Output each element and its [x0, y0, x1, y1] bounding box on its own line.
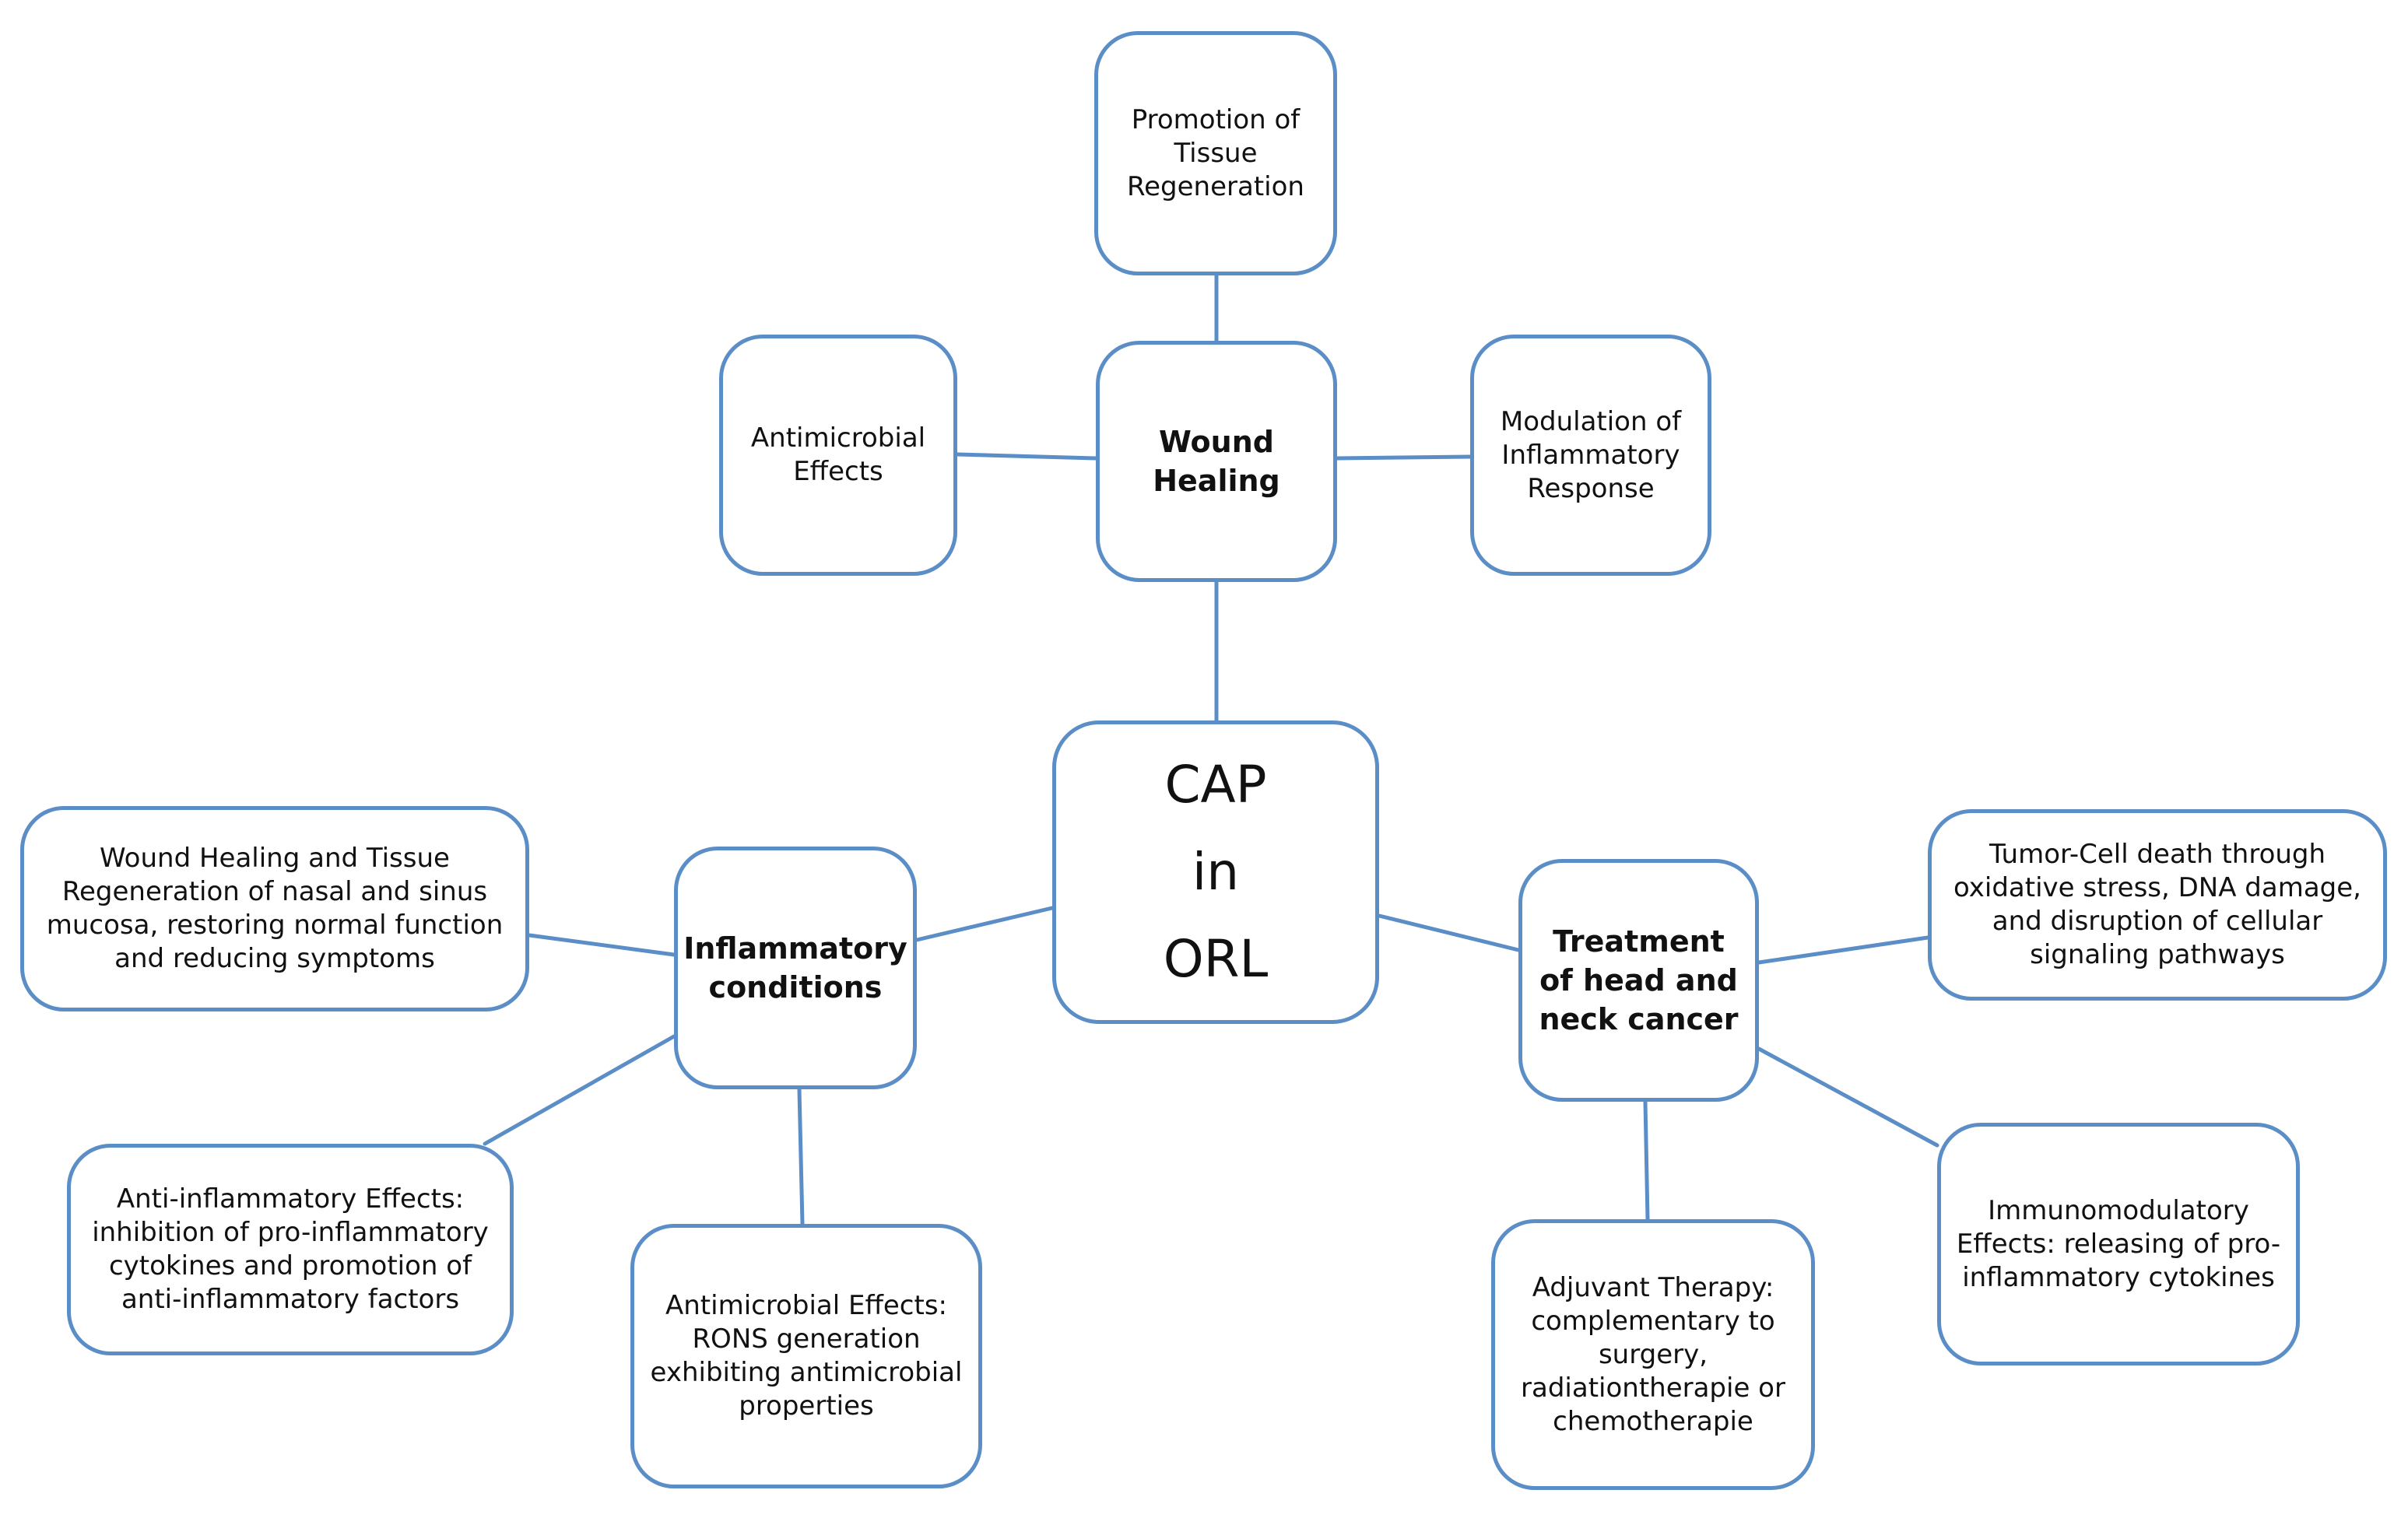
node-immunomodulatory: Immunomodulatory Effects: releasing of p… — [1937, 1123, 2300, 1365]
node-tumor-cell-death-label: Tumor-Cell death through oxidative stres… — [1953, 839, 2361, 970]
node-antimicrobial-effects-label: Antimicrobial Effects — [750, 422, 926, 487]
connector-wound-healing-antimicrobial — [955, 452, 1098, 461]
node-antimicrobial-rons: Antimicrobial Effects: RONS generation e… — [630, 1224, 982, 1488]
node-anti-inflammatory: Anti-inflammatory Effects: inhibition of… — [67, 1144, 514, 1355]
connector-wound-healing-modulation — [1335, 454, 1473, 461]
node-antimicrobial-effects: Antimicrobial Effects — [719, 335, 957, 576]
connector-center-cancer — [1377, 913, 1521, 952]
connector-inflammatory-antimicrobial-rons — [797, 1087, 805, 1226]
node-nasal-sinus-label: Wound Healing and Tissue Regeneration of… — [46, 843, 504, 974]
node-immunomodulatory-label: Immunomodulatory Effects: releasing of p… — [1956, 1194, 2281, 1293]
node-adjuvant-therapy: Adjuvant Therapy: complementary to surge… — [1491, 1219, 1815, 1490]
connector-cancer-tumor-cell-death — [1757, 935, 1930, 965]
node-anti-inflammatory-label: Anti-inflammatory Effects: inhibition of… — [92, 1183, 489, 1315]
node-inflammatory-conditions-label: Inflammatory conditions — [683, 931, 907, 1004]
node-antimicrobial-rons-label: Antimicrobial Effects: RONS generation e… — [650, 1290, 963, 1422]
node-head-neck-cancer-label: Treatment of head and neck cancer — [1539, 924, 1739, 1036]
node-cap-line-2: in — [1192, 842, 1240, 902]
connector-cancer-adjuvant — [1643, 1099, 1650, 1222]
node-head-neck-cancer: Treatment of head and neck cancer — [1518, 859, 1759, 1102]
node-inflammatory-conditions: Inflammatory conditions — [674, 847, 917, 1089]
connector-cancer-immunomodulatory — [1757, 1046, 1939, 1148]
node-adjuvant-therapy-label: Adjuvant Therapy: complementary to surge… — [1521, 1271, 1785, 1437]
node-tissue-regeneration: Promotion of Tissue Regeneration — [1094, 31, 1337, 275]
node-wound-healing: Wound Healing — [1096, 341, 1337, 582]
node-modulation-inflammatory: Modulation of Inflammatory Response — [1470, 335, 1711, 576]
connector-inflammatory-anti-inflammatory — [483, 1034, 676, 1146]
node-nasal-sinus: Wound Healing and Tissue Regeneration of… — [20, 806, 529, 1011]
node-modulation-inflammatory-label: Modulation of Inflammatory Response — [1500, 405, 1682, 504]
node-cap-line-1: CAP — [1164, 755, 1267, 815]
node-cap-in-orl: CAP in ORL — [1052, 720, 1379, 1024]
node-cap-line-3: ORL — [1163, 929, 1269, 989]
connector-center-inflammatory — [914, 906, 1055, 942]
node-tumor-cell-death: Tumor-Cell death through oxidative stres… — [1928, 809, 2387, 1001]
node-wound-healing-label: Wound Healing — [1153, 425, 1280, 498]
connector-inflammatory-nasal-sinus — [527, 933, 676, 957]
node-tissue-regeneration-label: Promotion of Tissue Regeneration — [1127, 103, 1304, 202]
